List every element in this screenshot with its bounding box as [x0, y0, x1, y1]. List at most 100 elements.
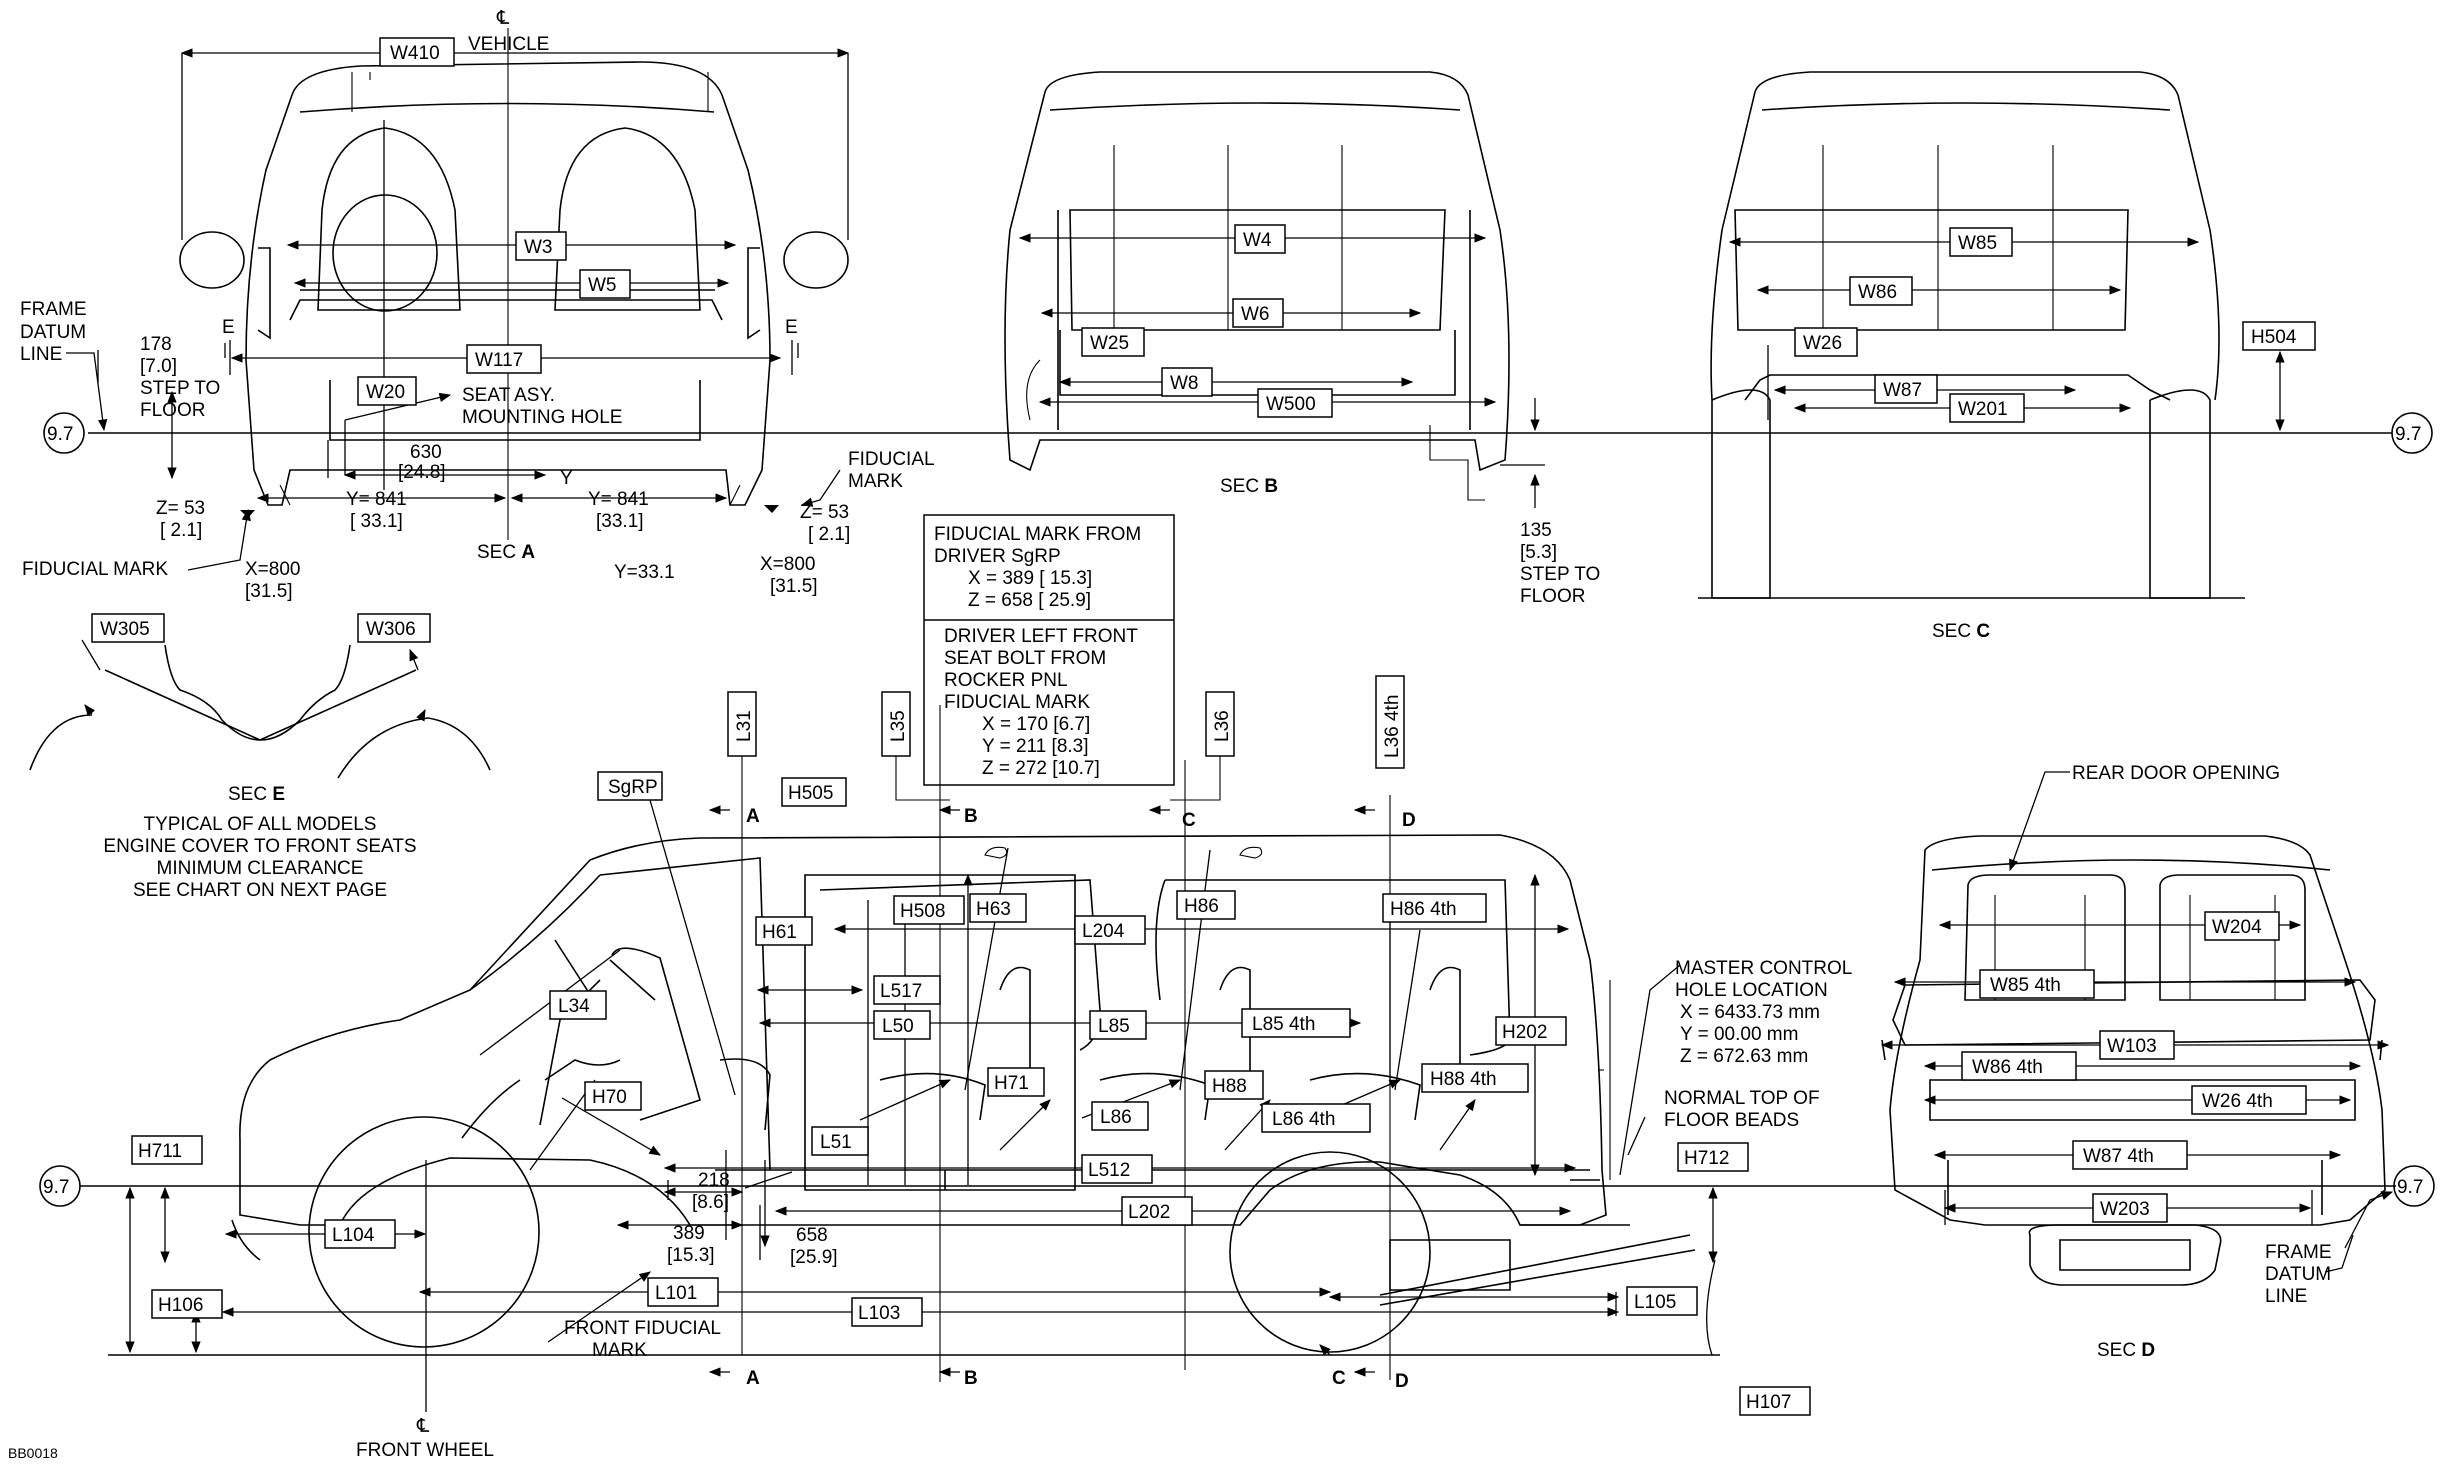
sec-a-x800-left: X=800 [31.5]	[245, 559, 300, 602]
svg-text:Y = 211 [8.3]: Y = 211 [8.3]	[982, 736, 1089, 757]
datum-bubble-left: 9.7	[43, 412, 85, 454]
svg-text:ENGINE COVER TO FRONT SEATS: ENGINE COVER TO FRONT SEATS	[103, 836, 416, 857]
frame-datum-left: FRAME DATUM LINE	[20, 299, 108, 432]
label-l85-4th: L85 4th	[1241, 1008, 1351, 1038]
svg-text:Y: Y	[560, 468, 573, 489]
svg-text:SEC C: SEC C	[1932, 621, 1990, 642]
label-l101: L101	[647, 1277, 719, 1307]
svg-text:9.7: 9.7	[2397, 1177, 2423, 1198]
svg-text:W3: W3	[524, 237, 553, 258]
datum-bubble-side-right: 9.7	[2393, 1165, 2435, 1207]
rear-door-opening-label: REAR DOOR OPENING	[2072, 763, 2280, 784]
datum-line	[80, 432, 2396, 1356]
sec-e-note: TYPICAL OF ALL MODELS ENGINE COVER TO FR…	[103, 814, 416, 901]
label-w6: W6	[1232, 298, 1284, 328]
svg-text:SEC B: SEC B	[1220, 476, 1278, 497]
sec-a-y841-left: Y= 841 [ 33.1]	[346, 489, 407, 532]
svg-text:SEC E: SEC E	[228, 784, 285, 805]
svg-text:X = 170 [6.7]: X = 170 [6.7]	[982, 714, 1090, 735]
svg-text:FLOOR: FLOOR	[1520, 586, 1585, 607]
svg-text:W85: W85	[1958, 233, 1997, 254]
svg-text:L105: L105	[1634, 1292, 1676, 1313]
svg-text:SEAT ASY.: SEAT ASY.	[462, 385, 555, 406]
svg-text:ROCKER PNL: ROCKER PNL	[944, 670, 1068, 691]
svg-text:H86: H86	[1184, 896, 1219, 917]
svg-text:L101: L101	[655, 1283, 697, 1304]
datum-bubble-side-left: 9.7	[39, 1165, 81, 1207]
frame-datum-right: FRAME DATUM LINE	[2265, 1191, 2394, 1307]
svg-text:Y = 00.00 mm: Y = 00.00 mm	[1680, 1024, 1798, 1045]
label-h86: H86	[1176, 890, 1236, 920]
svg-text:W86: W86	[1858, 282, 1897, 303]
svg-text:Y= 841: Y= 841	[346, 489, 407, 510]
svg-text:[8.6]: [8.6]	[692, 1192, 729, 1213]
label-h88-4th: H88 4th	[1421, 1063, 1529, 1093]
side-mark-a-top: A	[746, 806, 760, 827]
svg-text:H88: H88	[1212, 1076, 1247, 1097]
side-mark-d-bottom: D	[1395, 1371, 1409, 1392]
svg-text:9.7: 9.7	[47, 424, 73, 445]
label-l36: L36	[1170, 691, 1235, 801]
svg-text:[ 2.1]: [ 2.1]	[808, 524, 850, 545]
figure-code: BB0018	[8, 1445, 58, 1461]
label-l34: L34	[549, 990, 607, 1020]
step-to-floor-front: 178 [7.0] STEP TO FLOOR	[140, 334, 220, 421]
svg-text:L512: L512	[1088, 1160, 1130, 1181]
label-h508: H508	[893, 895, 965, 925]
svg-text:W103: W103	[2107, 1036, 2157, 1057]
svg-text:Z= 53: Z= 53	[800, 502, 849, 523]
label-h86-4th: H86 4th	[1382, 893, 1487, 923]
svg-text:[15.3]: [15.3]	[667, 1245, 715, 1266]
label-l512: L512	[1081, 1154, 1153, 1184]
svg-text:178: 178	[140, 334, 172, 355]
svg-text:MARK: MARK	[592, 1340, 647, 1361]
cl-front-wheel: ℄ FRONT WHEEL	[356, 1416, 494, 1461]
label-sgrp: SgRP	[597, 771, 663, 801]
svg-text:H106: H106	[158, 1295, 203, 1316]
svg-text:FRONT FIDUCIAL: FRONT FIDUCIAL	[564, 1318, 721, 1339]
svg-text:FLOOR: FLOOR	[140, 400, 205, 421]
svg-text:STEP TO: STEP TO	[140, 378, 220, 399]
label-w5: W5	[579, 269, 631, 299]
svg-text:H71: H71	[994, 1073, 1029, 1094]
side-mark-b-bottom: B	[964, 1368, 978, 1389]
svg-text:FLOOR BEADS: FLOOR BEADS	[1664, 1110, 1799, 1131]
sec-d-title: SEC D	[2097, 1340, 2155, 1361]
label-w203: W203	[2092, 1193, 2168, 1223]
label-w4: W4	[1234, 224, 1286, 254]
svg-text:W500: W500	[1266, 394, 1316, 415]
sec-e-title: SEC E	[228, 784, 285, 805]
label-h711: H711	[131, 1135, 203, 1165]
svg-text:L85 4th: L85 4th	[1252, 1014, 1315, 1035]
step-to-floor-rear: 135 [5.3] STEP TO FLOOR	[1520, 520, 1600, 607]
svg-text:MINIMUM CLEARANCE: MINIMUM CLEARANCE	[157, 858, 364, 879]
label-l50: L50	[873, 1010, 931, 1040]
svg-text:W204: W204	[2212, 917, 2262, 938]
svg-text:W203: W203	[2100, 1199, 2150, 1220]
svg-text:[31.5]: [31.5]	[770, 576, 818, 597]
svg-text:[24.8]: [24.8]	[398, 462, 446, 483]
svg-text:[ 2.1]: [ 2.1]	[160, 520, 202, 541]
fiducial-mark-left-label: FIDUCIAL MARK	[22, 559, 168, 580]
label-l51: L51	[811, 1126, 869, 1156]
svg-text:TYPICAL OF ALL MODELS: TYPICAL OF ALL MODELS	[143, 814, 376, 835]
svg-text:H107: H107	[1746, 1392, 1791, 1413]
label-w86-4th: W86 4th	[1961, 1051, 2077, 1081]
sec-a-y331: Y=33.1	[614, 562, 675, 583]
side-mark-d-top: D	[1402, 810, 1416, 831]
svg-text:X = 6433.73 mm: X = 6433.73 mm	[1680, 1002, 1820, 1023]
svg-text:STEP TO: STEP TO	[1520, 564, 1600, 585]
label-l35: L35	[881, 691, 950, 801]
label-w410: W410	[379, 37, 455, 67]
sec-a-title: SEC A	[477, 542, 535, 563]
svg-text:W201: W201	[1958, 399, 2008, 420]
sec-b-dimensions	[1018, 233, 1545, 508]
normal-top-label: NORMAL TOP OF FLOOR BEADS	[1664, 1088, 1820, 1131]
label-w117: W117	[466, 344, 542, 374]
cl-vehicle-label: VEHICLE	[468, 34, 549, 55]
svg-text:H70: H70	[592, 1087, 627, 1108]
svg-text:W410: W410	[390, 43, 440, 64]
sec-e-mark-left: E	[222, 317, 235, 338]
fiducial-info-box: FIDUCIAL MARK FROM DRIVER SgRP X = 389 […	[923, 514, 1175, 786]
